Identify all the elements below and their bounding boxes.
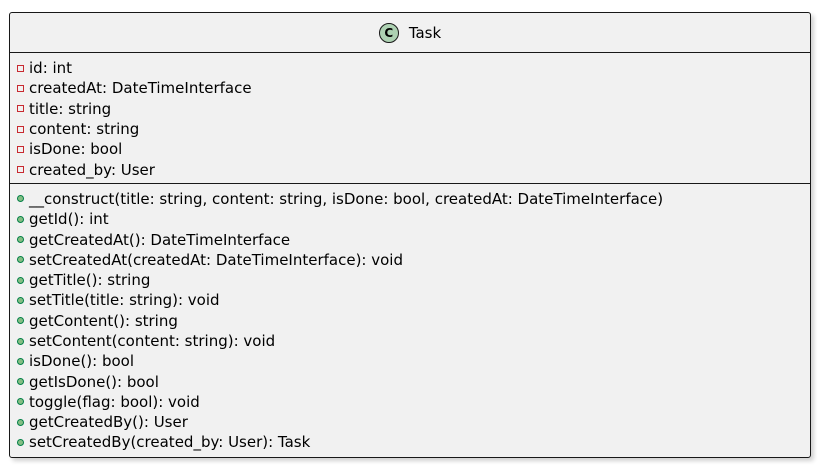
fields-section: id: int createdAt: DateTimeInterface tit…	[10, 53, 810, 184]
methods-section: __construct(title: string, content: stri…	[10, 184, 810, 456]
public-visibility-icon	[17, 215, 24, 223]
method-row: setContent(content: string): void	[17, 331, 810, 351]
method-text: getContent(): string	[29, 311, 178, 330]
field-row: isDone: bool	[17, 139, 810, 159]
public-visibility-icon	[17, 337, 24, 345]
private-visibility-icon	[17, 84, 24, 92]
method-row: getContent(): string	[17, 311, 810, 331]
method-row: setTitle(title: string): void	[17, 290, 810, 310]
method-row: __construct(title: string, content: stri…	[17, 189, 810, 209]
method-row: setCreatedBy(created_by: User): Task	[17, 432, 810, 452]
field-row: created_by: User	[17, 159, 810, 179]
private-visibility-icon	[17, 125, 24, 133]
method-row: getCreatedAt(): DateTimeInterface	[17, 229, 810, 249]
method-text: setCreatedBy(created_by: User): Task	[29, 433, 311, 452]
private-visibility-icon	[17, 145, 24, 153]
public-visibility-icon	[17, 378, 24, 386]
field-row: content: string	[17, 119, 810, 139]
field-text: title: string	[29, 99, 112, 118]
method-row: getCreatedBy(): User	[17, 412, 810, 432]
method-row: getId(): int	[17, 209, 810, 229]
method-row: toggle(flag: bool): void	[17, 392, 810, 412]
method-row: getIsDone(): bool	[17, 371, 810, 391]
class-stereotype-icon: C	[378, 22, 399, 43]
method-text: getIsDone(): bool	[29, 372, 159, 391]
method-text: getId(): int	[29, 210, 109, 229]
method-text: setCreatedAt(createdAt: DateTimeInterfac…	[29, 250, 403, 269]
public-visibility-icon	[17, 357, 24, 365]
method-row: setCreatedAt(createdAt: DateTimeInterfac…	[17, 250, 810, 270]
public-visibility-icon	[17, 236, 24, 244]
public-visibility-icon	[17, 398, 24, 406]
class-header: C Task	[10, 13, 810, 53]
method-text: isDone(): bool	[29, 352, 135, 371]
method-text: getCreatedBy(): User	[29, 413, 188, 432]
field-text: content: string	[29, 120, 140, 139]
method-text: getCreatedAt(): DateTimeInterface	[29, 230, 291, 249]
field-text: created_by: User	[29, 160, 155, 179]
field-text: id: int	[29, 59, 73, 78]
field-row: createdAt: DateTimeInterface	[17, 78, 810, 98]
private-visibility-icon	[17, 166, 24, 174]
public-visibility-icon	[17, 418, 24, 426]
private-visibility-icon	[17, 105, 24, 113]
method-text: getTitle(): string	[29, 271, 151, 290]
class-name: Task	[408, 23, 442, 42]
public-visibility-icon	[17, 195, 24, 203]
class-box-task[interactable]: C Task id: int createdAt: DateTimeInterf…	[9, 12, 811, 458]
method-text: toggle(flag: bool): void	[29, 392, 200, 411]
field-text: isDone: bool	[29, 140, 123, 159]
public-visibility-icon	[17, 276, 24, 284]
field-row: id: int	[17, 58, 810, 78]
method-row: isDone(): bool	[17, 351, 810, 371]
field-text: createdAt: DateTimeInterface	[29, 79, 252, 98]
method-text: __construct(title: string, content: stri…	[29, 189, 664, 208]
public-visibility-icon	[17, 438, 24, 446]
method-row: getTitle(): string	[17, 270, 810, 290]
public-visibility-icon	[17, 256, 24, 264]
private-visibility-icon	[17, 64, 24, 72]
public-visibility-icon	[17, 296, 24, 304]
method-text: setContent(content: string): void	[29, 332, 276, 350]
field-row: title: string	[17, 99, 810, 119]
public-visibility-icon	[17, 317, 24, 325]
method-text: setTitle(title: string): void	[29, 291, 220, 310]
